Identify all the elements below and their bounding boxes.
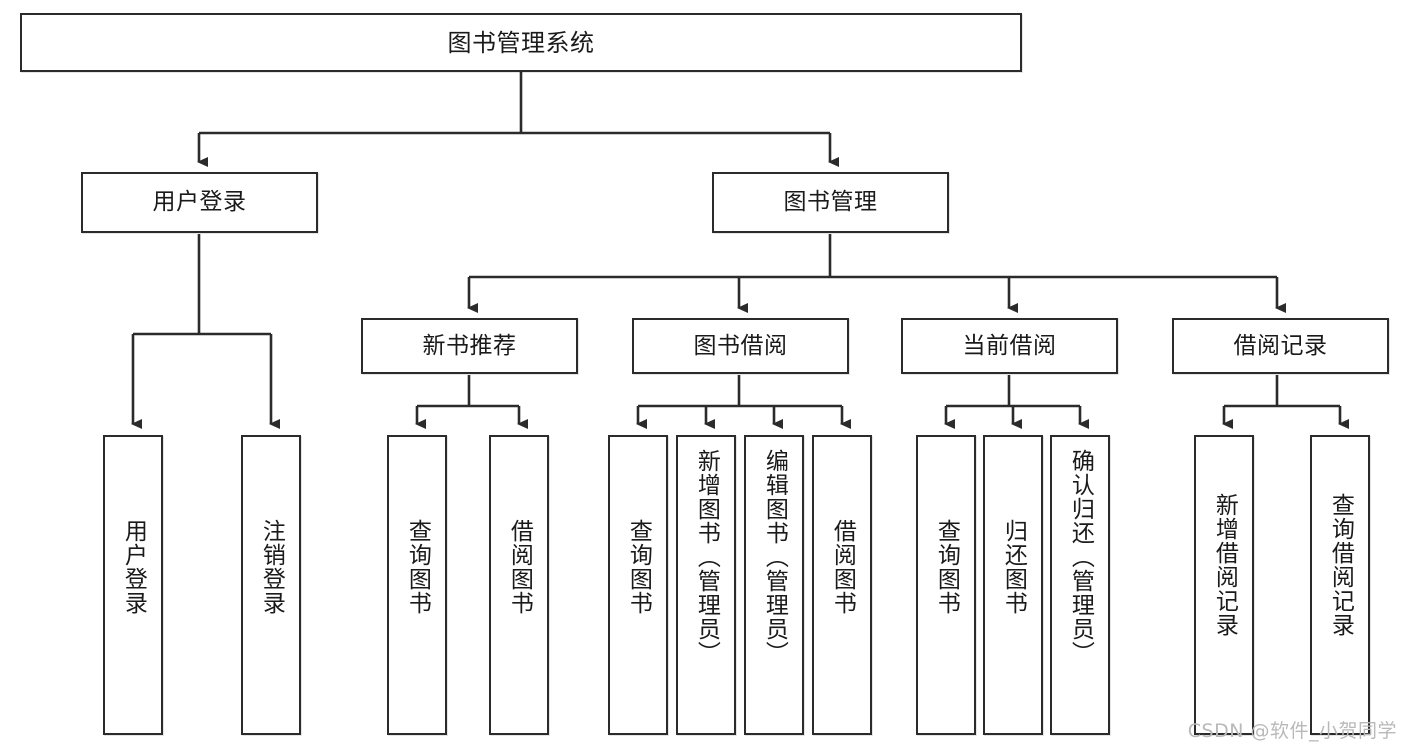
csdn-watermark: CSDN @软件_小贺同学 bbox=[1187, 720, 1397, 742]
node-book-management[interactable]: 图书管理 bbox=[712, 172, 949, 233]
node-new-book-recommend[interactable]: 新书推荐 bbox=[361, 318, 578, 374]
leaf-edit-book-admin[interactable]: 编辑图书（管理员） bbox=[744, 435, 804, 735]
leaf-return-book-label: 归还图书 bbox=[1000, 519, 1027, 615]
leaf-add-book-admin-label: 新增图书（管理员） bbox=[693, 449, 720, 665]
leaf-query-book-1-label: 查询图书 bbox=[404, 519, 431, 615]
leaf-confirm-return-admin[interactable]: 确认归还（管理员） bbox=[1050, 435, 1110, 735]
root-node-label: 图书管理系统 bbox=[447, 28, 595, 57]
leaf-borrow-book-1-label: 借阅图书 bbox=[506, 519, 533, 615]
leaf-user-login-label: 用户登录 bbox=[120, 519, 147, 615]
leaf-add-borrow-record[interactable]: 新增借阅记录 bbox=[1194, 435, 1254, 735]
root-node[interactable]: 图书管理系统 bbox=[20, 13, 1022, 72]
leaf-query-book-3-label: 查询图书 bbox=[933, 519, 960, 615]
leaf-edit-book-admin-label: 编辑图书（管理员） bbox=[761, 449, 788, 665]
leaf-add-borrow-record-label: 新增借阅记录 bbox=[1211, 493, 1238, 637]
node-borrow-record-label: 借阅记录 bbox=[1233, 332, 1328, 359]
leaf-add-book-admin[interactable]: 新增图书（管理员） bbox=[676, 435, 736, 735]
leaf-query-book-2-label: 查询图书 bbox=[625, 519, 652, 615]
leaf-query-book-1[interactable]: 查询图书 bbox=[387, 435, 447, 735]
node-book-borrow-label: 图书借阅 bbox=[693, 332, 788, 359]
leaf-user-login[interactable]: 用户登录 bbox=[103, 435, 163, 735]
leaf-query-borrow-record-label: 查询借阅记录 bbox=[1327, 493, 1354, 637]
leaf-borrow-book-2[interactable]: 借阅图书 bbox=[812, 435, 872, 735]
leaf-borrow-book-1[interactable]: 借阅图书 bbox=[489, 435, 549, 735]
node-book-borrow[interactable]: 图书借阅 bbox=[632, 318, 849, 374]
leaf-query-borrow-record[interactable]: 查询借阅记录 bbox=[1310, 435, 1370, 735]
node-current-borrow[interactable]: 当前借阅 bbox=[901, 318, 1118, 374]
node-current-borrow-label: 当前借阅 bbox=[962, 332, 1057, 359]
leaf-return-book[interactable]: 归还图书 bbox=[983, 435, 1043, 735]
node-user-login[interactable]: 用户登录 bbox=[81, 172, 318, 233]
leaf-query-book-2[interactable]: 查询图书 bbox=[608, 435, 668, 735]
leaf-borrow-book-2-label: 借阅图书 bbox=[829, 519, 856, 615]
leaf-logout-label: 注销登录 bbox=[258, 519, 285, 615]
node-book-management-label: 图书管理 bbox=[783, 189, 878, 215]
node-new-book-recommend-label: 新书推荐 bbox=[422, 332, 517, 359]
leaf-logout[interactable]: 注销登录 bbox=[241, 435, 301, 735]
node-user-login-label: 用户登录 bbox=[152, 189, 247, 215]
leaf-query-book-3[interactable]: 查询图书 bbox=[916, 435, 976, 735]
leaf-confirm-return-admin-label: 确认归还（管理员） bbox=[1067, 449, 1094, 665]
node-borrow-record[interactable]: 借阅记录 bbox=[1172, 318, 1389, 374]
